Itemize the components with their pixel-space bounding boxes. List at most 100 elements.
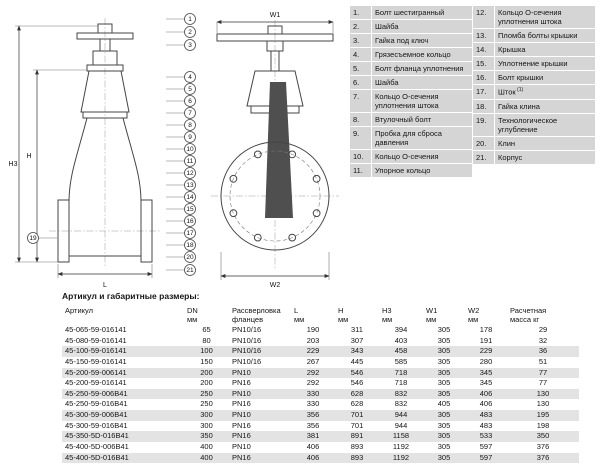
callout-number: 9 (188, 134, 192, 141)
callout-number: 8 (188, 122, 192, 129)
dimension-lines (15, 20, 334, 280)
table-cell: 45-400-5D-016B41 (65, 452, 129, 462)
table-cell: 307 (350, 335, 364, 345)
part-label: Пробка для сброса давления (372, 127, 472, 149)
table-cell: 305 (437, 356, 451, 366)
callout-number: 5 (188, 86, 192, 93)
callout-leaders (38, 18, 185, 271)
callout-6 (184, 95, 196, 107)
table-cell: 45-200-59-016141 (65, 378, 127, 388)
part-item: 4.Грязесъемное кольцо (350, 48, 472, 61)
callout-5 (184, 83, 196, 95)
part-item: 7.Кольцо О-сечения уплотнения штока (350, 90, 472, 112)
part-label: Болт крышки (495, 71, 595, 84)
part-item: 19.Технологическое углубление (473, 113, 595, 136)
table-cell: 77 (538, 378, 548, 388)
section-title: Артикул и габаритные размеры: (62, 291, 200, 301)
part-label: Болт фланца уплотнения (372, 62, 472, 75)
part-label: Кольцо О-сечения (372, 150, 472, 163)
table-cell: 45-350-5D-016B41 (65, 431, 129, 441)
table-cell: 250 (200, 388, 213, 398)
table-cell: 406 (479, 399, 493, 409)
callout-3 (184, 39, 196, 51)
dim-label-H: H (26, 153, 31, 160)
part-label: Пломба болты крышки (495, 29, 595, 42)
table-cell: PN16 (232, 378, 251, 388)
table-cell: PN16 (232, 399, 251, 409)
dim-label-W1: W1 (270, 12, 281, 19)
callout-21 (184, 264, 196, 276)
dim-label-W2: W2 (270, 282, 281, 288)
part-number: 1. (350, 6, 371, 19)
table-cell: 345 (479, 367, 493, 377)
table-cell: 300 (200, 410, 213, 419)
table-cell: 305 (437, 420, 451, 430)
part-item: 16.Болт крышки (473, 71, 595, 84)
part-number: 3. (350, 34, 371, 47)
callout-4 (184, 71, 196, 83)
part-number: 14. (473, 43, 494, 56)
table-cell: 150 (200, 356, 213, 366)
table-cell: 267 (306, 356, 320, 366)
table-cell: 394 (394, 325, 408, 334)
table-cell: 32 (538, 335, 548, 345)
part-number: 19. (473, 113, 494, 136)
table-cell: 376 (536, 441, 550, 451)
table-cell: 406 (479, 388, 493, 398)
table-cell: 305 (437, 441, 451, 451)
table-cell: 330 (306, 399, 320, 409)
table-cell: 198 (536, 420, 550, 430)
table-cell: 356 (306, 420, 320, 430)
table-cell: 1192 (392, 441, 410, 451)
table-cell: 292 (306, 378, 320, 388)
callout-19 (27, 232, 39, 244)
part-item: 1.Болт шестигранный (350, 6, 472, 19)
table-cell: 45-400-5D-006B41 (65, 441, 129, 451)
part-item: 2.Шайба (350, 20, 472, 33)
part-number: 10. (350, 150, 371, 163)
part-label: Крышка (495, 43, 595, 56)
part-item: 12.Кольцо О-сечения уплотнения штока (473, 6, 595, 28)
table-cell: 300 (200, 420, 213, 430)
callout-number: 2 (188, 29, 192, 36)
table-cell: 178 (479, 325, 493, 334)
table-cell: PN16 (232, 420, 251, 430)
table-cell: 45-100-59-016141 (65, 346, 127, 356)
table-cell: 458 (394, 346, 408, 356)
table-cell: 445 (350, 356, 364, 366)
callout-16 (184, 215, 196, 227)
part-number: 17. (473, 85, 494, 99)
table-cell: 200 (200, 378, 213, 388)
table-cell: 305 (437, 431, 451, 441)
table-cell: 200 (200, 367, 213, 377)
table-cell: 400 (200, 441, 213, 451)
table-cell: PN16 (232, 431, 251, 441)
part-item: 11.Упорное кольцо (350, 164, 472, 177)
callout-9 (184, 131, 196, 143)
callout-12 (184, 167, 196, 179)
part-number: 5. (350, 62, 371, 75)
part-item: 9.Пробка для сброса давления (350, 127, 472, 149)
table-cell: PN10 (232, 367, 251, 377)
table-cell: 305 (437, 346, 451, 356)
table-cell: 191 (479, 335, 493, 345)
table-cell: 330 (306, 388, 320, 398)
table-cell: 292 (306, 367, 320, 377)
callout-number: 1 (188, 16, 192, 23)
part-number: 8. (350, 113, 371, 126)
callout-18 (184, 239, 196, 251)
callout-number: 15 (186, 206, 194, 213)
column-header: Артикул (65, 306, 93, 315)
table-cell: PN10 (232, 441, 251, 451)
table-cell: PN10 (232, 388, 251, 398)
table-cell: 718 (394, 378, 408, 388)
